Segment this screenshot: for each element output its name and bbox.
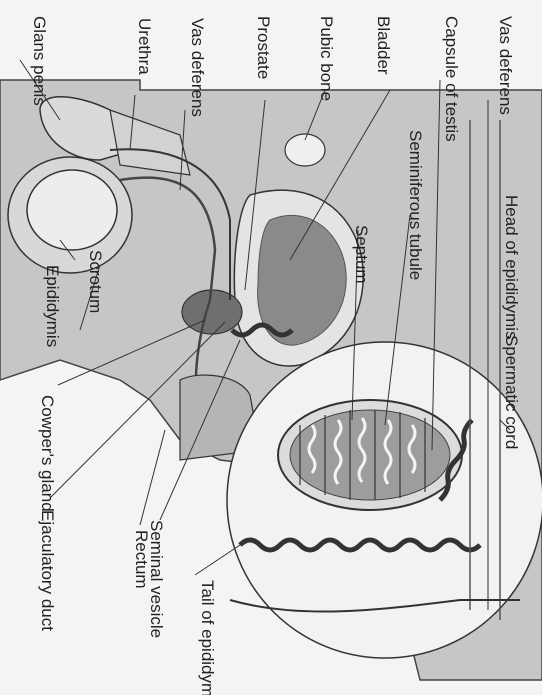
label-pubic-bone: Pubic bone <box>317 16 335 101</box>
label-spermatic-cord: Spermatic cord <box>502 335 520 449</box>
label-vas-deferens-left: Vas deferens <box>188 18 206 117</box>
label-seminiferous-tubule: Seminiferous tubule <box>406 130 424 280</box>
testis-small <box>27 170 117 250</box>
testis-inner <box>290 410 450 500</box>
label-capsule-of-testis: Capsule of testis <box>442 16 460 142</box>
label-head-of-epididymis: Head of epididymis <box>502 195 520 340</box>
label-tail-of-epididymis: Tail of epididymis <box>198 580 216 695</box>
label-vas-deferens-right: Vas deferens <box>496 16 514 115</box>
prostate-shape <box>182 290 242 334</box>
label-prostate: Prostate <box>254 16 272 79</box>
label-glans-penis: Glans penis <box>30 16 48 106</box>
label-epididymis: Epididymis <box>43 265 61 347</box>
label-scrotum: Scrotum <box>86 250 104 313</box>
label-bladder: Bladder <box>374 16 392 75</box>
label-seminal-vesicle: Seminal vesicle <box>147 520 165 638</box>
label-cowpers-gland: Cowper's gland <box>38 395 56 512</box>
label-urethra: Urethra <box>135 18 153 75</box>
label-septum: Septum <box>352 225 370 284</box>
label-ejaculatory-duct: Ejaculatory duct <box>38 510 56 631</box>
